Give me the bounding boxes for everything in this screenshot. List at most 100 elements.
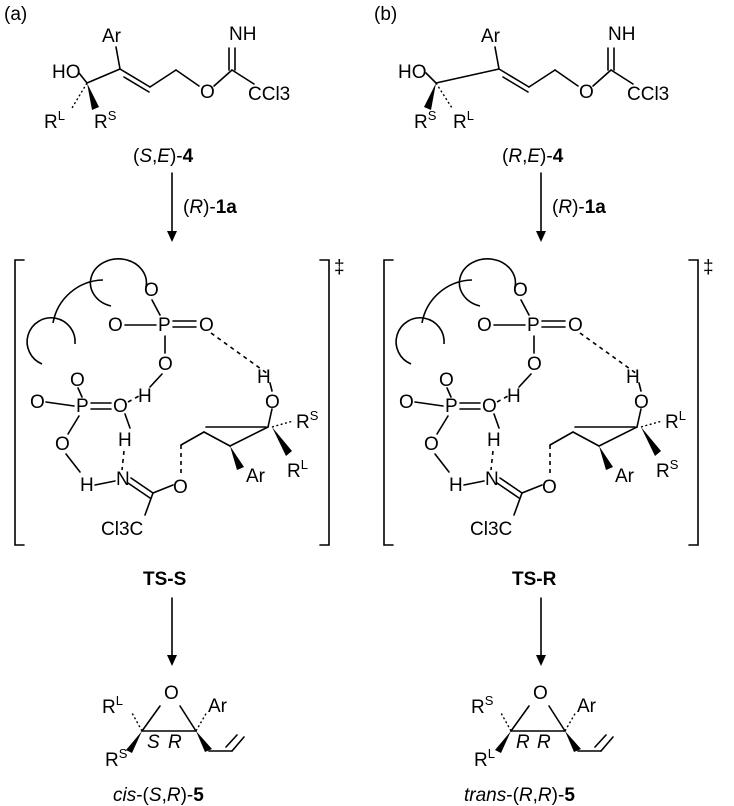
right-bracket xyxy=(688,259,699,546)
alkene-bond xyxy=(572,431,600,447)
oh-bond xyxy=(269,382,273,392)
stereo-label-1: S xyxy=(147,732,160,753)
rs-wedge xyxy=(126,731,142,753)
po-bond xyxy=(414,401,444,407)
right-bracket xyxy=(319,259,330,546)
lower-o1: O xyxy=(70,370,85,391)
ho-bond xyxy=(78,72,88,84)
cl3c-label: Cl3C xyxy=(470,519,512,540)
po-bond xyxy=(436,415,449,435)
substrate-name: (S,E)-4 xyxy=(133,146,194,167)
oh-bond xyxy=(434,453,450,473)
ho-bond xyxy=(425,72,437,84)
ccl3-label: CCl3 xyxy=(627,84,669,105)
upper-o3: O xyxy=(568,315,583,336)
oh-bond xyxy=(124,413,131,429)
carbinol-o: O xyxy=(265,392,280,413)
arrowhead xyxy=(167,231,177,242)
cl3c-label: Cl3C xyxy=(101,519,143,540)
hydrogen-bond xyxy=(490,450,494,471)
hydrogen-bond xyxy=(210,332,269,375)
backbone-arc xyxy=(52,279,104,324)
catalyst-label: (R)-1a xyxy=(183,197,237,218)
lower-o4: O xyxy=(424,434,439,455)
lower-h: H xyxy=(487,430,501,451)
rs-label: RS xyxy=(105,746,128,771)
ts-label: TS-R xyxy=(512,569,557,590)
aryl-bond xyxy=(115,46,121,70)
upper-p: P xyxy=(527,315,540,336)
cn-double-bond-2 xyxy=(496,482,520,499)
po-bond xyxy=(67,415,80,435)
imine-nh-label: NH xyxy=(608,24,635,45)
allyl-bond xyxy=(149,69,177,88)
aryl-label: Ar xyxy=(208,696,228,717)
po-bond xyxy=(151,299,161,316)
ether-bond xyxy=(175,69,200,87)
rs-label: RS xyxy=(471,693,494,718)
arrowhead xyxy=(167,655,177,666)
ether-o: O xyxy=(173,477,188,498)
left-bracket xyxy=(14,259,25,546)
lower-o1: O xyxy=(439,370,454,391)
ts-dagger: ‡ xyxy=(334,257,345,278)
po-bond xyxy=(446,387,452,398)
vinyl-wedge xyxy=(565,731,581,752)
lower-p: P xyxy=(445,396,458,417)
ccl3-bond xyxy=(144,492,154,516)
oh-bond xyxy=(518,373,532,388)
ether-bond xyxy=(554,69,579,87)
arrowhead xyxy=(536,655,546,666)
ether-o-label: O xyxy=(579,82,594,103)
hashed-bond xyxy=(195,711,208,732)
carbinol-o: O xyxy=(634,392,649,413)
rl-label: RL xyxy=(665,408,686,433)
upper-h: H xyxy=(507,386,521,407)
upper-o4: O xyxy=(527,354,542,375)
aryl-bond xyxy=(494,46,500,70)
ether-bond-2 xyxy=(213,69,233,87)
vinyl-double-bond xyxy=(231,736,245,752)
cn-double-bond xyxy=(499,477,523,494)
oh-bond xyxy=(638,382,642,392)
product-b: O RS RL R R Ar trans-(R,R)-5 xyxy=(464,683,614,806)
imine-n: N xyxy=(485,469,499,490)
po-bond xyxy=(520,299,530,316)
vinyl-double-bond-2 xyxy=(594,734,607,748)
lower-o4: O xyxy=(55,434,70,455)
transition-state-a: O O P O O H O O P O O H H N Cl3C O xyxy=(26,258,319,540)
substrate-a: Ar NH HO O CCl3 RL RS (S,E)-4 xyxy=(44,24,290,167)
lower-o2: O xyxy=(399,392,414,413)
product-name: cis-(S,R)-5 xyxy=(113,785,204,806)
ts-dagger: ‡ xyxy=(703,257,714,278)
hashed-bond xyxy=(640,420,663,428)
co-bond xyxy=(636,408,642,428)
upper-o2: O xyxy=(477,315,492,336)
allyl-bond xyxy=(180,431,205,446)
lower-h: H xyxy=(118,430,132,451)
ccl3-bond xyxy=(610,69,634,85)
upper-p: P xyxy=(158,315,171,336)
wedge-bond xyxy=(87,83,99,110)
alkene-bond-3 xyxy=(598,426,638,447)
aryl-label: Ar xyxy=(246,466,266,487)
co-bond xyxy=(521,484,543,494)
epoxide-bond xyxy=(548,705,566,732)
upper-o4: O xyxy=(158,354,173,375)
rs-label: RS xyxy=(656,457,679,482)
oh-bond xyxy=(493,413,500,429)
chain-bond xyxy=(435,68,500,84)
po-bond xyxy=(45,401,75,407)
alkene-bond-2 xyxy=(502,76,529,93)
ether-o-label: O xyxy=(200,82,215,103)
rs-label: RS xyxy=(94,108,117,133)
oh-bond xyxy=(149,373,163,388)
co-bond xyxy=(267,408,273,428)
alkene-bond xyxy=(203,431,231,447)
epoxide-o: O xyxy=(533,683,548,704)
aryl-label: Ar xyxy=(481,26,501,47)
alkene-bond xyxy=(119,68,151,88)
binaphthyl-ring-upper xyxy=(458,258,517,307)
cn-double-bond-2 xyxy=(127,482,151,499)
rl-label: RL xyxy=(287,457,308,482)
